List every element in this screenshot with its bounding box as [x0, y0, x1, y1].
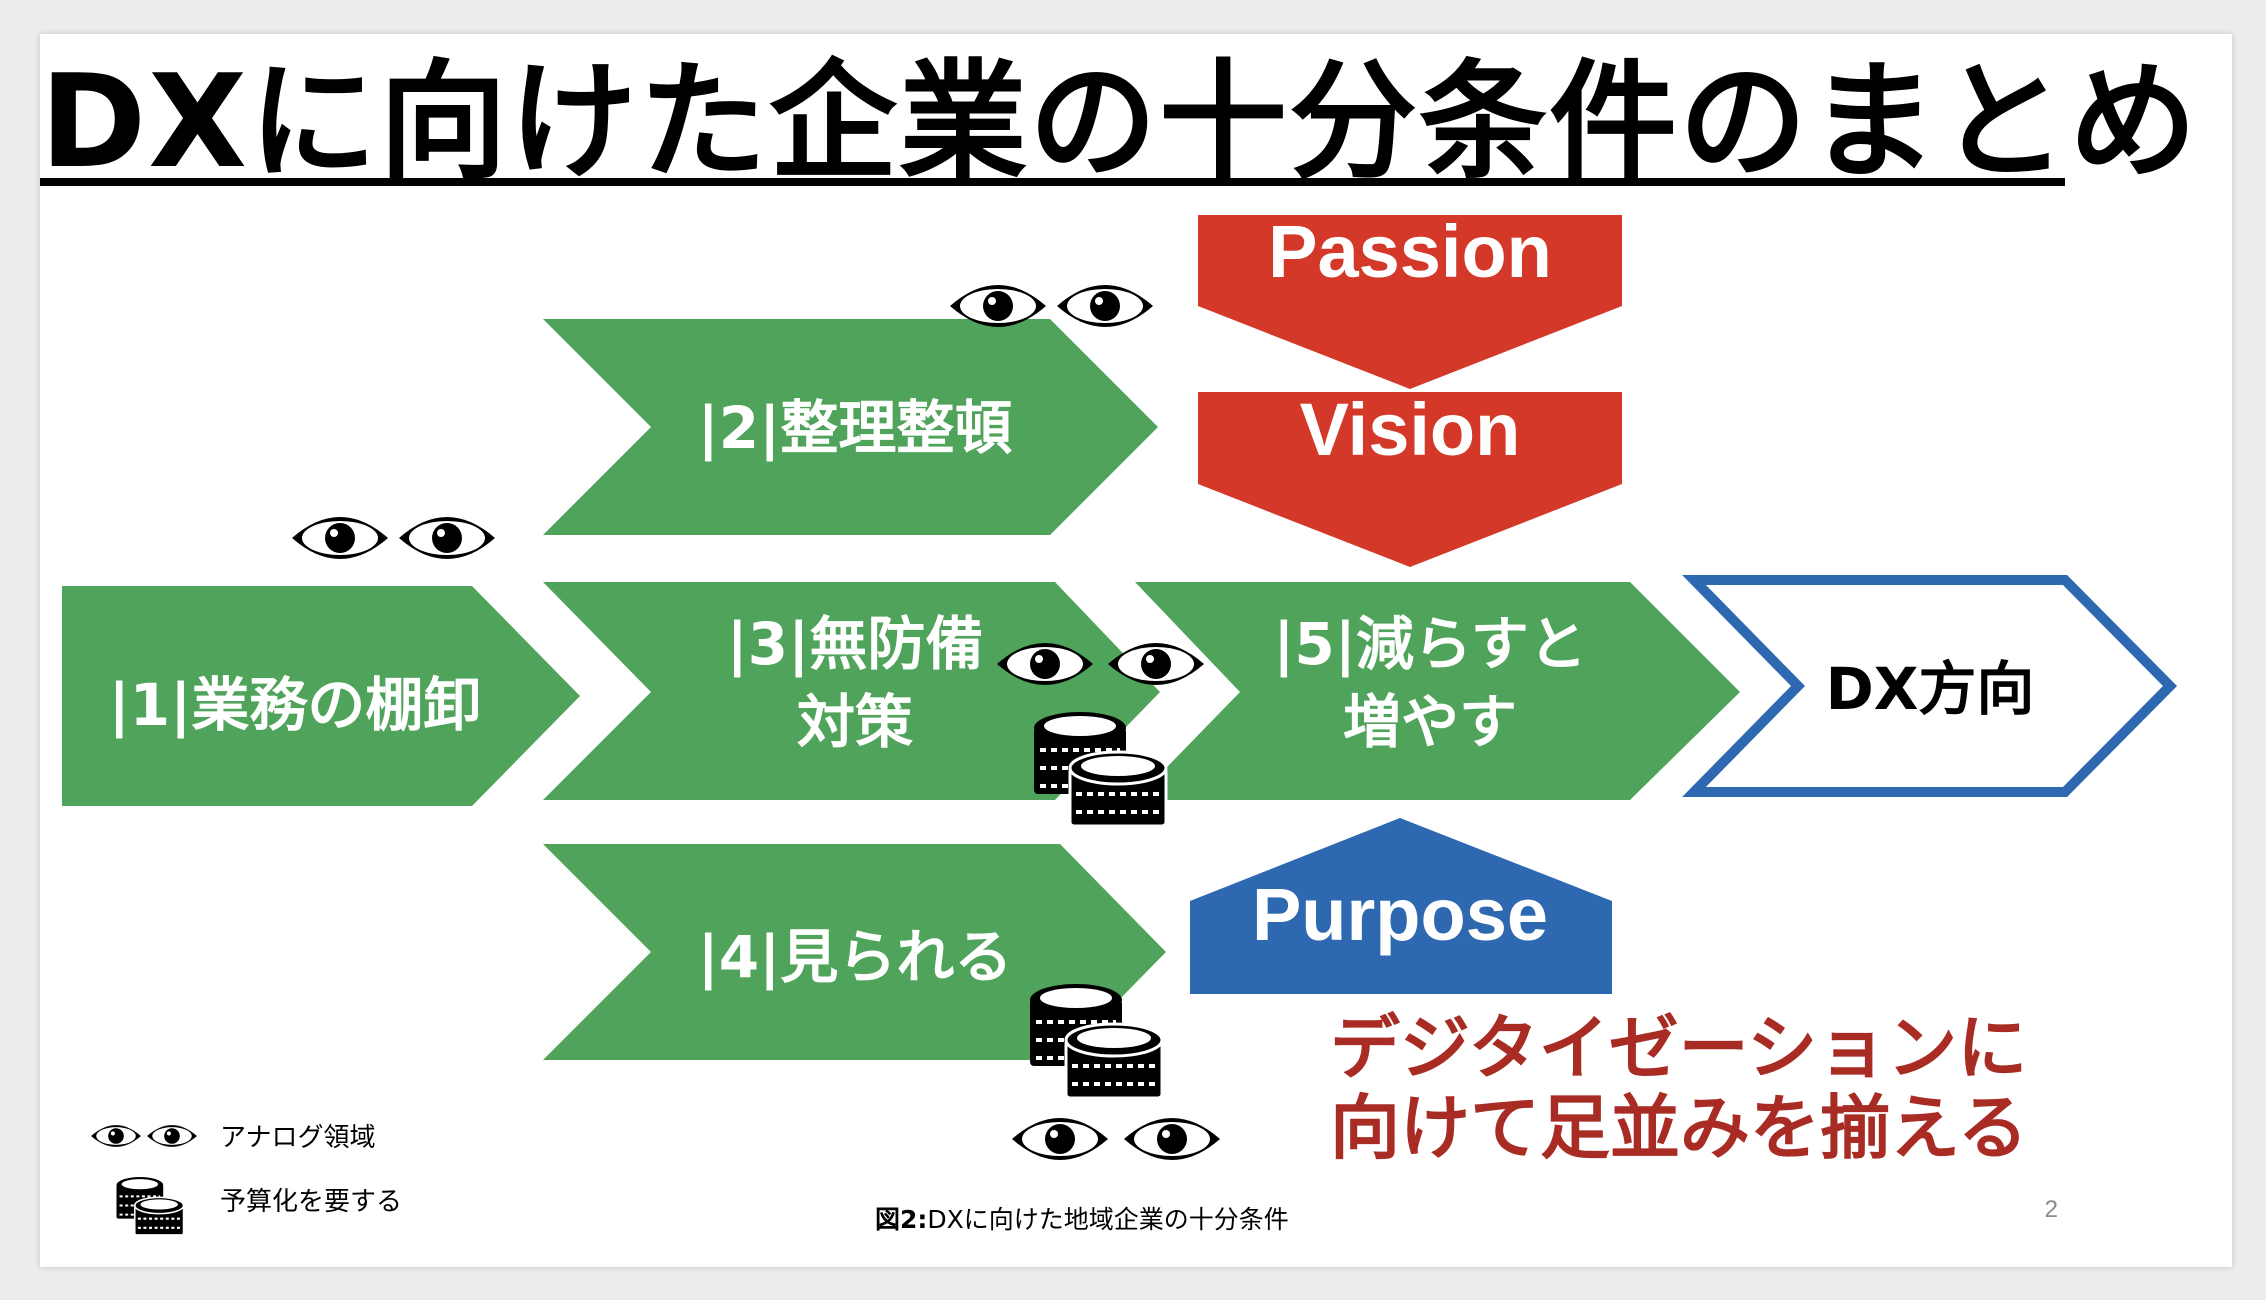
step-2-chevron — [543, 319, 1158, 535]
figure-caption-number: 図2: — [875, 1205, 927, 1234]
step-4-label: |4|見られる — [698, 923, 1013, 991]
slide-title: DXに向けた企業の十分条件のまとめ — [40, 48, 2199, 197]
purpose-pentagon — [1190, 818, 1612, 994]
figure-caption-text: DXに向けた地域企業の十分条件 — [927, 1205, 1288, 1234]
step-2-label: |2|整理整頓 — [698, 394, 1013, 462]
step-3-label-line2: 対策 — [797, 688, 913, 756]
coin-stack-icon — [1032, 710, 1168, 828]
dx-direction-label: DX方向 — [1826, 655, 2035, 723]
slide: DXに向けた企業の十分条件のまとめ — [40, 34, 2232, 1267]
message-line2: 向けて足並みを揃える — [1330, 1087, 2028, 1169]
eye-icon — [1124, 1118, 1220, 1160]
legend-eye-icon — [91, 1125, 141, 1147]
step-3-label-line1: |3|無防備 — [727, 610, 984, 678]
page-number: 2 — [2045, 1196, 2058, 1223]
step-3-chevron — [543, 582, 1160, 800]
vision-pentagon — [1198, 392, 1622, 567]
title-underline — [40, 178, 2065, 186]
step-1-label: |1|業務の棚卸 — [109, 671, 482, 739]
figure-caption: 図2:DXに向けた地域企業の十分条件 — [875, 1205, 1289, 1234]
eye-icon — [1012, 1118, 1108, 1160]
eye-icon — [292, 517, 388, 559]
eye-icon — [399, 517, 495, 559]
coin-stack-icon — [1028, 982, 1164, 1100]
step-4-chevron — [543, 844, 1166, 1060]
legend-eye-icon — [147, 1125, 197, 1147]
legend-coin-stack-icon — [115, 1176, 185, 1236]
passion-label: Passion — [1268, 210, 1552, 293]
legend-coins-label: 予算化を要する — [220, 1187, 402, 1217]
dx-conditions-diagram: |1|業務の棚卸 |2|整理整頓 |3|無防備 対策 |4|見られる |5|減ら… — [62, 210, 2178, 1236]
legend-eyes-label: アナログ領域 — [220, 1123, 375, 1153]
step-1-chevron — [62, 586, 580, 806]
purpose-label: Purpose — [1252, 873, 1548, 956]
vision-label: Vision — [1300, 388, 1521, 471]
eye-icon — [1057, 285, 1153, 327]
dx-direction-arrow — [1682, 575, 2178, 797]
step-5-label-line2: 増やす — [1343, 688, 1517, 756]
message-line1: デジタイゼーションに — [1330, 1007, 2027, 1089]
passion-pentagon — [1198, 215, 1622, 389]
step-5-chevron — [1135, 582, 1740, 800]
step-5-label-line1: |5|減らすと — [1273, 610, 1587, 678]
